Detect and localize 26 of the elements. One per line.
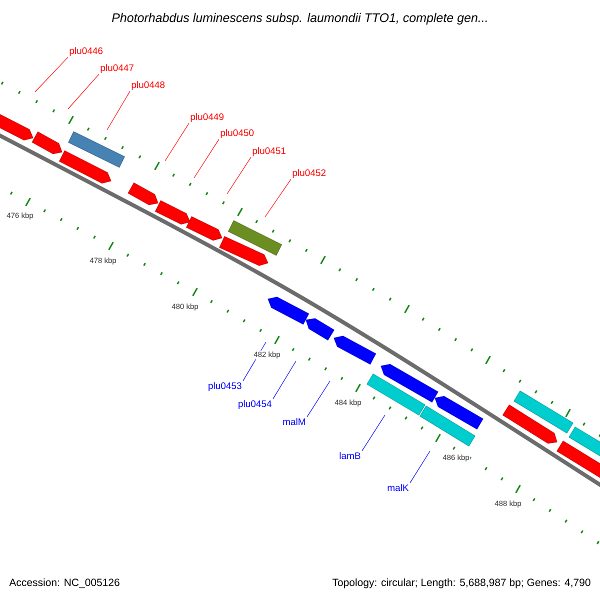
gene-label: plu0450 <box>220 129 254 138</box>
gene-label: plu0449 <box>190 113 224 122</box>
leader-line <box>226 156 252 194</box>
gene-label: plu0446 <box>70 47 103 56</box>
gene-label: plu0452 <box>292 169 326 178</box>
leader-line <box>194 138 220 178</box>
gene-label: plu0453 <box>208 382 242 391</box>
leader-line <box>362 414 386 452</box>
gene-label: plu0454 <box>238 400 272 409</box>
gene-label: plu0447 <box>100 64 134 73</box>
gene-label: malM <box>283 418 306 426</box>
leader-line <box>34 56 68 92</box>
accession-label: Accession: NC_005126 <box>9 578 120 588</box>
summary-label: Topology: circular; Length: 5,688,987 bp; Genes: 4,790 <box>332 578 590 588</box>
leader-line <box>272 360 296 400</box>
gene-label: lamB <box>340 452 360 460</box>
leader-line <box>106 90 130 130</box>
gene-label: plu0448 <box>132 81 165 90</box>
leader-line <box>264 178 292 218</box>
gene-label: malK <box>388 484 409 492</box>
leader-line <box>410 450 430 484</box>
leader-line <box>306 380 330 418</box>
leader-line <box>164 122 190 162</box>
leader-line <box>68 74 100 110</box>
gene-label: plu0451 <box>252 147 286 156</box>
title: Photorhabdus luminescens subsp. laumondii TTO1, complete gen... <box>112 12 487 25</box>
